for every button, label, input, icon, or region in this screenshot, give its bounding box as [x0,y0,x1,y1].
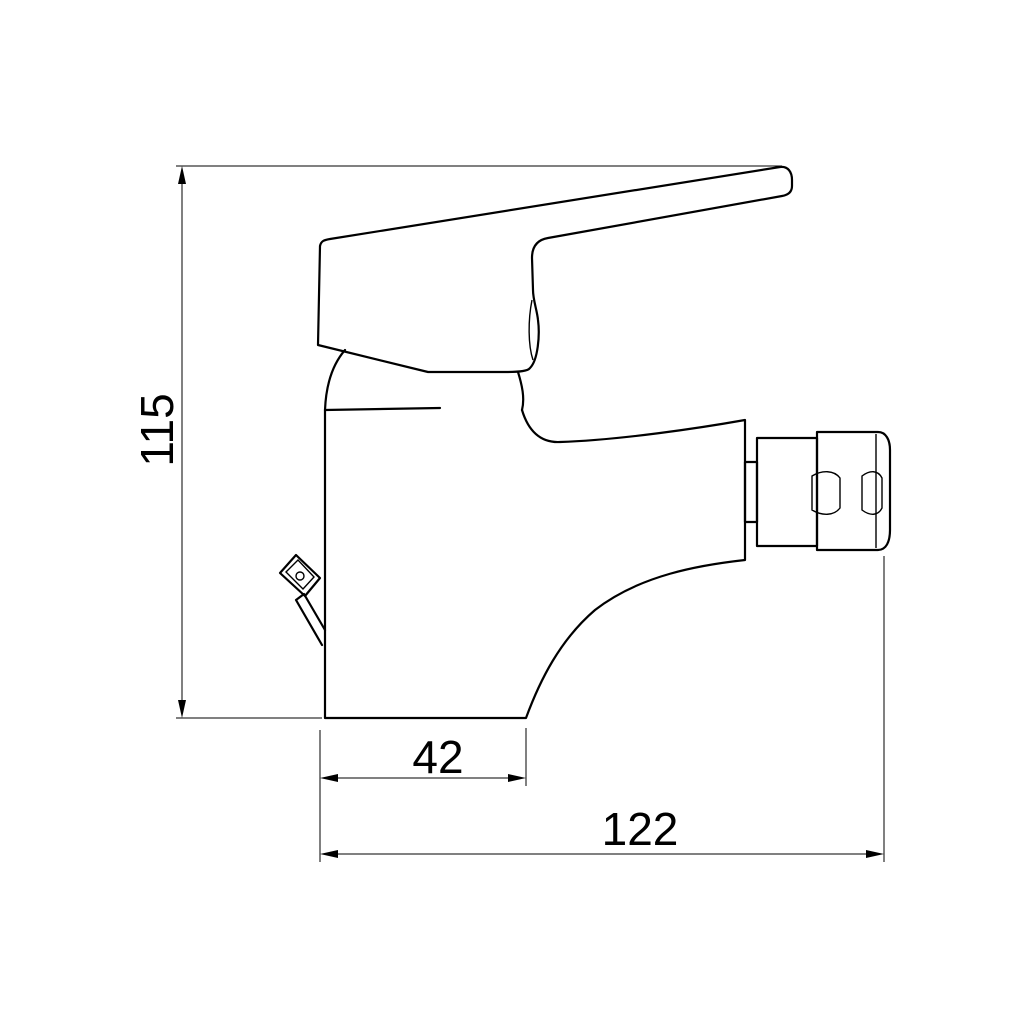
dimension-overall-width: 122 [320,556,885,862]
overall-arrow-left [320,850,338,858]
overall-width-label: 122 [602,803,679,855]
dome-left [323,348,347,412]
base-width-label: 42 [412,731,463,783]
lever-handle [316,165,794,374]
lever-outline [316,165,794,374]
nozzle-nut [755,436,819,548]
dome-right [516,370,525,412]
height-arrow-top [178,166,186,184]
cartridge-dome [323,348,525,412]
base-arrow-left [320,774,338,782]
lever-inner-line [528,299,534,361]
nozzle-flat-2 [861,471,883,515]
nozzle-stub [743,460,759,524]
popup-knob-inner [285,558,315,591]
overall-arrow-right [866,850,884,858]
body-top-edge [323,406,442,412]
nozzle-head [815,430,892,552]
faucet-body [323,406,747,720]
popup-knob-screw [295,571,305,581]
base-arrow-right [508,774,526,782]
nozzle-flat-1 [811,471,841,515]
swivel-nozzle [743,430,892,552]
popup-waste-lever [278,553,327,647]
popup-rod [294,592,327,647]
height-arrow-bottom [178,700,186,718]
body-outline [323,408,747,720]
popup-knob [278,553,322,598]
dimension-height: 115 [131,165,782,719]
dimension-base-width: 42 [319,728,527,862]
height-label: 115 [131,393,183,466]
